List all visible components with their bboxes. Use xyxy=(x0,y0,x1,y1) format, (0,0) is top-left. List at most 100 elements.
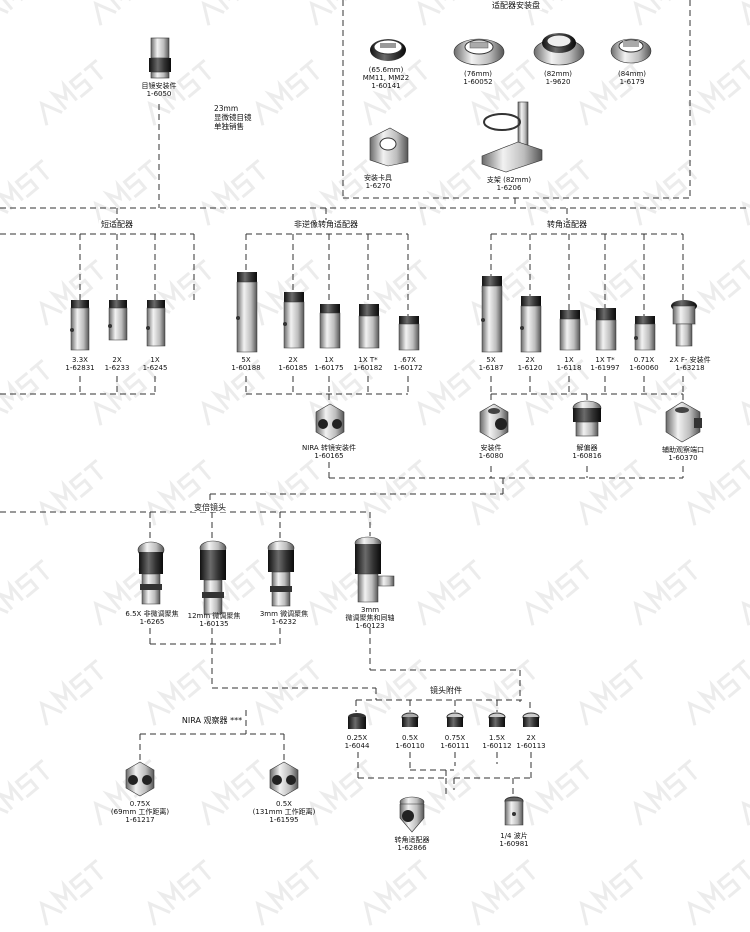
watermark-tile xyxy=(255,258,320,326)
label-z3c: 3mm 微调聚焦和同轴 1-60123 xyxy=(345,606,395,630)
group-label-non-inverting: 非逆像转角适配器 xyxy=(292,220,360,229)
adapter-1x-t-noninv-image xyxy=(358,304,380,349)
zoom-3mm-image xyxy=(267,540,295,607)
watermark-tile xyxy=(363,258,428,326)
label-a15: 1.5X 1-60112 xyxy=(482,734,512,750)
label-mount-656: (65.6mm) MM11, MM22 1-60141 xyxy=(362,66,410,90)
label-a2: 2X 1-60113 xyxy=(516,734,546,750)
label-mount-76: (76mm) 1-60052 xyxy=(463,70,493,86)
watermark-tile xyxy=(309,758,374,826)
watermark-tile xyxy=(39,458,104,526)
adapter-2x-noninv-image xyxy=(283,292,305,349)
zoom-6-5x-image xyxy=(137,541,165,605)
label-corner-adapter: 转角适配器 1-62866 xyxy=(394,836,430,852)
watermark-tile xyxy=(741,758,750,826)
group-label-adapter-mounts: 适配器安装盘 xyxy=(490,1,542,10)
watermark-tile xyxy=(147,458,212,526)
acc-15x-image xyxy=(488,712,506,727)
label-n5: 5X 1-60188 xyxy=(231,356,261,372)
watermark-tile xyxy=(633,558,698,626)
watermark-tile xyxy=(201,0,266,26)
label-n67: .67X 1-60172 xyxy=(393,356,423,372)
label-c071: 0.71X 1-60060 xyxy=(629,356,659,372)
adapter-1x-short-image xyxy=(146,300,166,347)
watermark-tile xyxy=(579,458,644,526)
nira-075x-image xyxy=(125,761,155,797)
mount-6080-image xyxy=(479,403,509,441)
label-s2: 2X 1-6233 xyxy=(104,356,130,372)
label-n1: 1X 1-60175 xyxy=(314,356,344,372)
label-c2: 2X 1-6120 xyxy=(517,356,543,372)
mount-84-image xyxy=(610,38,652,64)
acc-075x-image xyxy=(446,712,464,727)
watermark-tile xyxy=(417,0,482,26)
mount-82-image xyxy=(533,33,585,66)
watermark-tile xyxy=(525,158,590,226)
label-c1t: 1X T* 1-61997 xyxy=(590,356,620,372)
aux-port-image xyxy=(665,401,702,443)
label-polarizer: 解偏器 1-60816 xyxy=(572,444,602,460)
adapter-1x-t-corner-image xyxy=(595,308,617,351)
nira-05x-image xyxy=(269,761,299,797)
label-mount-6080: 安装件 1-6080 xyxy=(478,444,504,460)
label-a025: 0.25X 1-6044 xyxy=(344,734,370,750)
mount-76-image xyxy=(453,38,505,66)
label-c5: 5X 1-6187 xyxy=(478,356,504,372)
corner-adapter-image xyxy=(399,796,425,833)
label-z65: 6.5X 非微调聚焦 1-6265 xyxy=(125,610,179,626)
watermark-tile xyxy=(255,858,320,926)
watermark-tile xyxy=(525,358,590,426)
watermark-tile xyxy=(687,458,750,526)
adapter-2x-f-mount-image xyxy=(671,300,697,347)
watermark-tile xyxy=(363,658,428,726)
watermark-tile xyxy=(309,0,374,26)
adapter-5x-corner-image xyxy=(481,276,503,353)
zoom-3mm-coaxial-image xyxy=(354,536,395,603)
label-eyepiece-mount: 目镜安装件 1-6050 xyxy=(141,82,177,98)
group-label-lens-accessories: 镜头附件 xyxy=(428,686,464,695)
watermark-tile xyxy=(363,858,428,926)
watermark-tile xyxy=(201,158,266,226)
mount-656-image xyxy=(370,39,406,61)
label-stand: 支架 (82mm) 1-6206 xyxy=(486,176,532,192)
watermark-tile xyxy=(471,58,536,126)
label-mount-82: (82mm) 1-9620 xyxy=(543,70,573,86)
watermark-tile xyxy=(147,58,212,126)
watermark-tile xyxy=(201,358,266,426)
watermark-tile xyxy=(147,658,212,726)
label-z12: 12mm 微调聚焦 1-60135 xyxy=(187,612,241,628)
watermark-tile xyxy=(0,558,50,626)
watermark-tile xyxy=(525,558,590,626)
watermark-tile xyxy=(741,158,750,226)
watermark-tile xyxy=(633,158,698,226)
watermark-tile xyxy=(93,158,158,226)
watermark-tile xyxy=(201,558,266,626)
label-c2f: 2X F- 安装件 1-63218 xyxy=(669,356,711,372)
watermark-tile xyxy=(579,658,644,726)
watermark-tile xyxy=(0,758,50,826)
watermark-tile xyxy=(687,658,750,726)
watermark-tile xyxy=(579,258,644,326)
watermark-tile xyxy=(39,658,104,726)
label-nira075: 0.75X (69mm 工作距离) 1-61217 xyxy=(110,800,170,824)
watermark-tile xyxy=(633,758,698,826)
watermark-tile xyxy=(39,858,104,926)
acc-2x-image xyxy=(522,712,540,727)
watermark-tile xyxy=(93,558,158,626)
acc-025x-image xyxy=(348,713,366,729)
group-label-short-adapter: 短适配器 xyxy=(99,220,135,229)
watermark-tile xyxy=(0,158,50,226)
polarizer-image xyxy=(572,400,602,437)
group-label-zoom: 变倍镜头 xyxy=(192,503,228,512)
watermark-tile xyxy=(363,458,428,526)
acc-05x-image xyxy=(401,712,419,727)
watermark-tile xyxy=(255,658,320,726)
eyepiece-mount-image xyxy=(149,37,171,79)
clamp-image xyxy=(369,127,409,167)
watermark-tile xyxy=(579,858,644,926)
adapter-067x-image xyxy=(398,316,420,351)
watermark-tile xyxy=(201,758,266,826)
